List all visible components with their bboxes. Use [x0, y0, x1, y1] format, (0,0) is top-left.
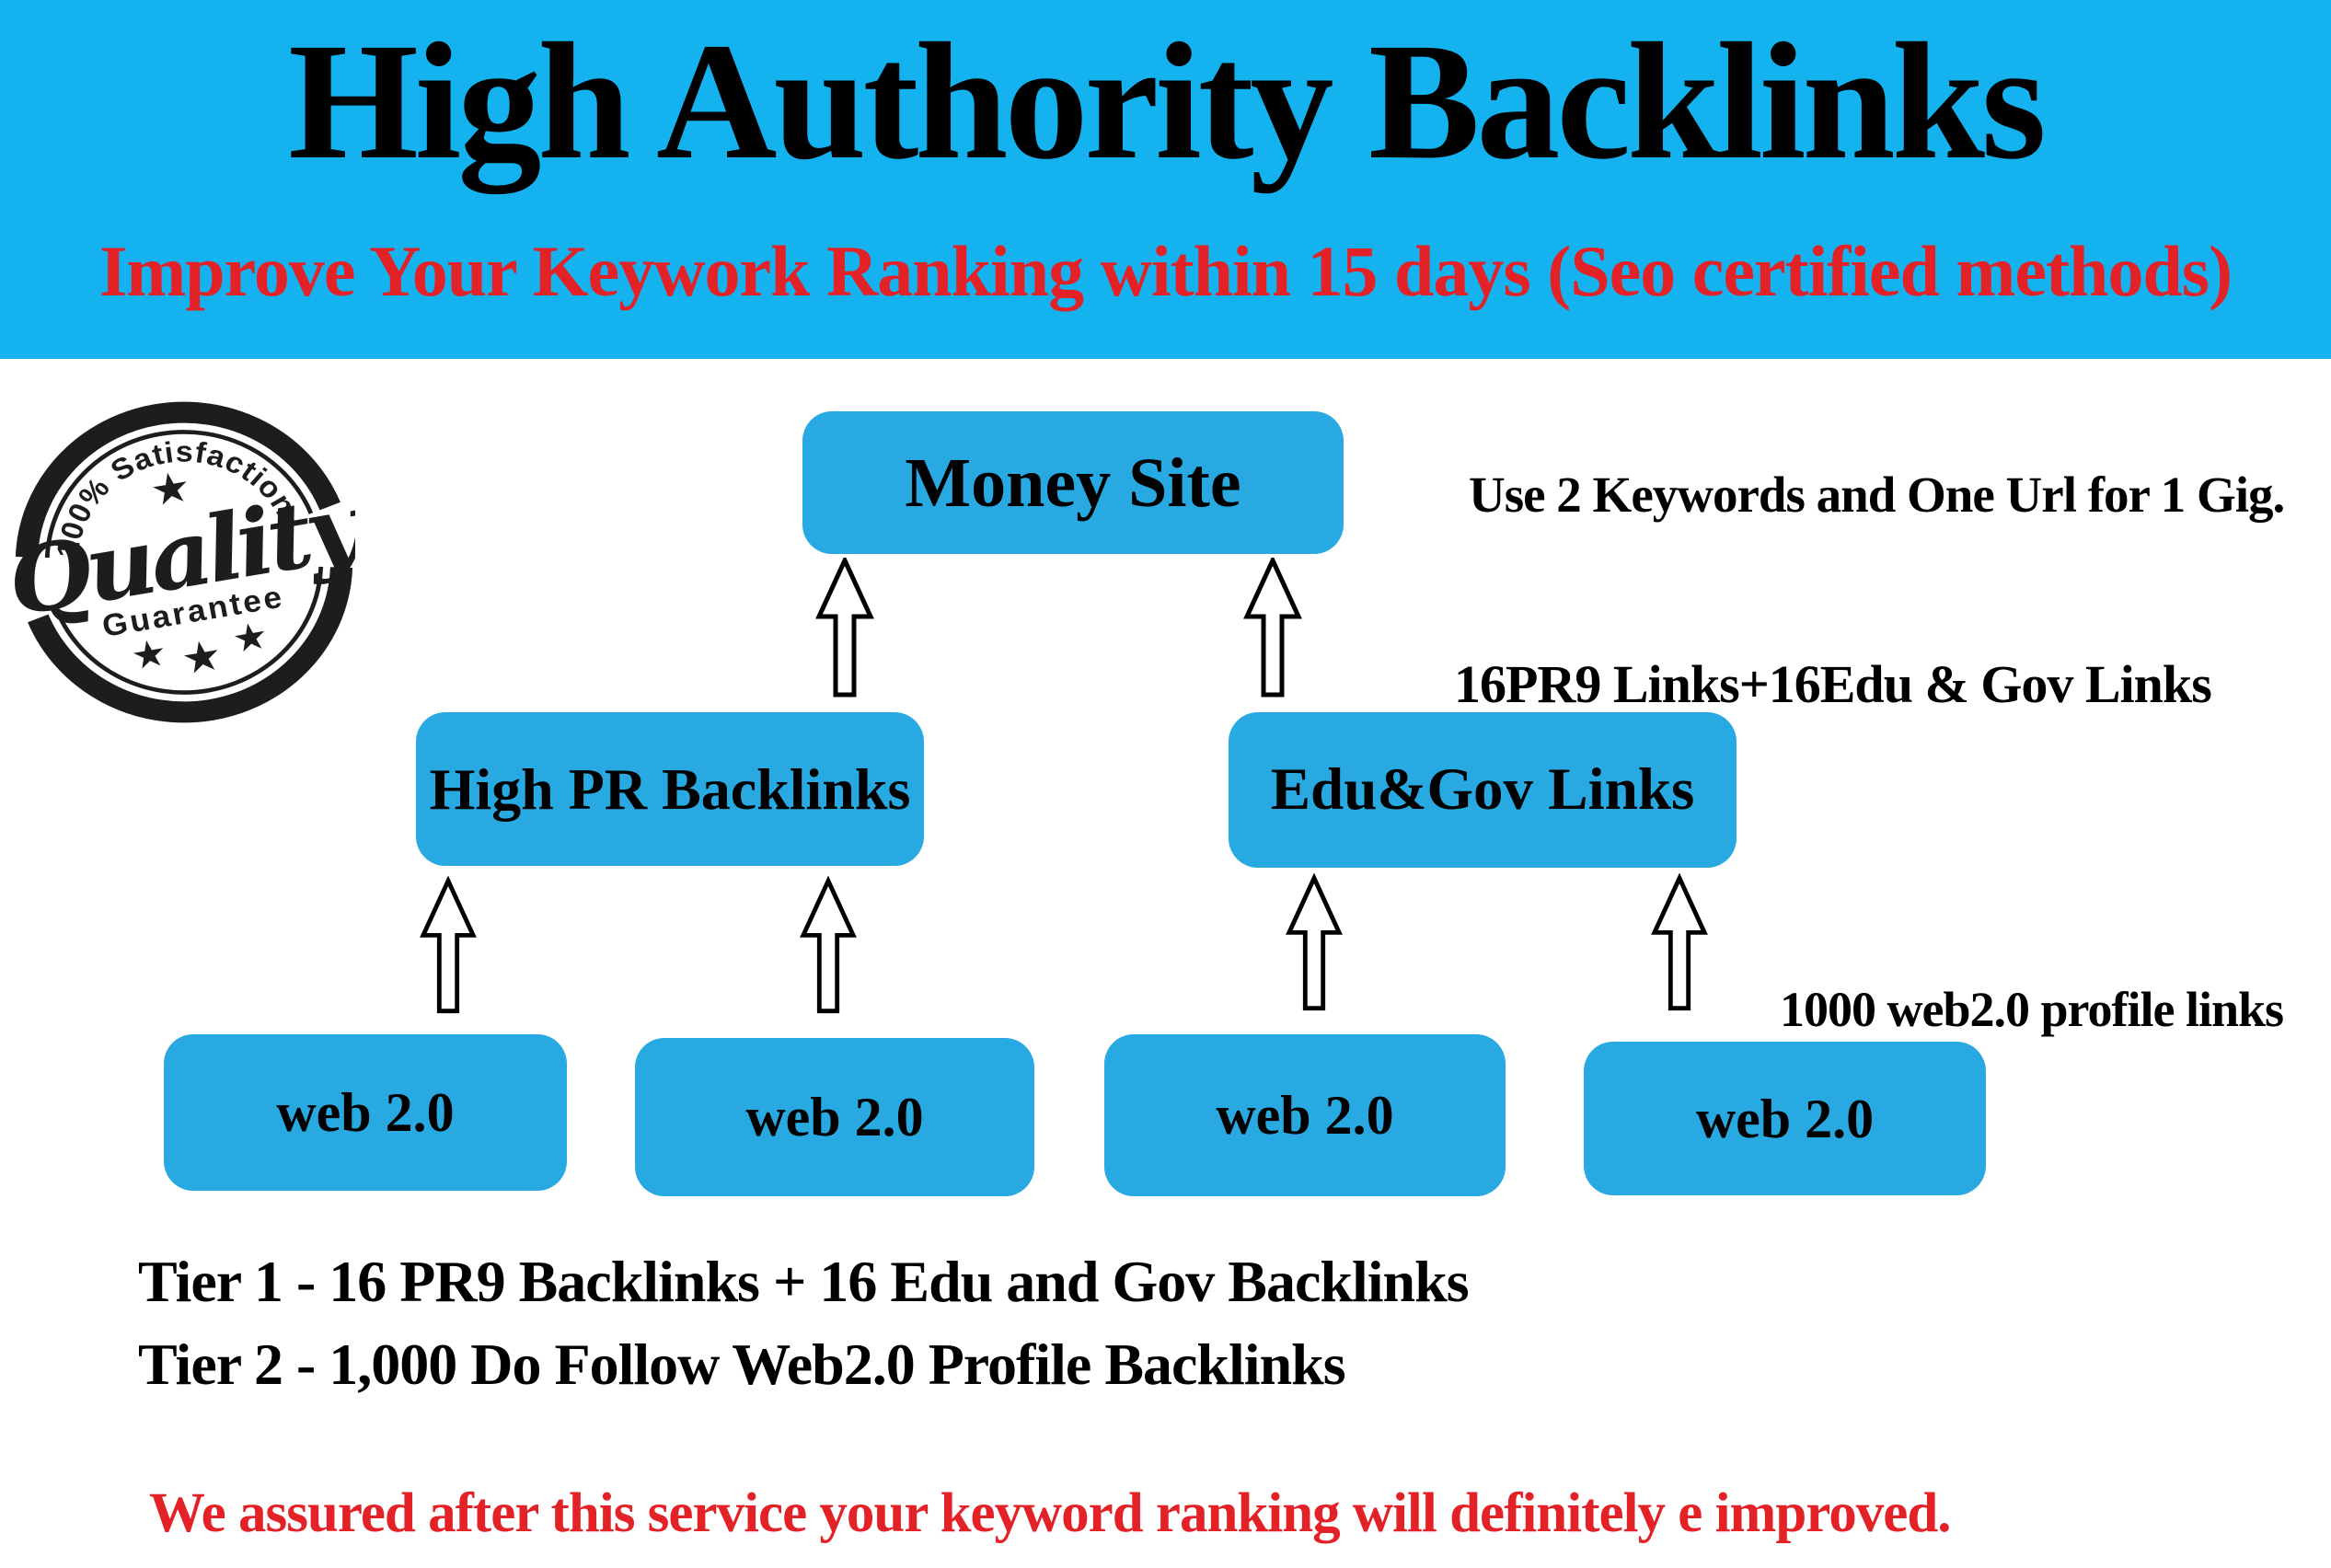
poster-subtitle: Improve Your Keywork Ranking within 15 d… — [98, 231, 2233, 311]
node-money-site-label: Money Site — [905, 444, 1241, 522]
node-web20-label: web 2.0 — [1216, 1085, 1394, 1146]
badge-bottom-star-icon: ★ — [178, 630, 225, 686]
quality-guarantee-badge: 100% Satisfaction ★ Quality Guarantee ★ … — [13, 401, 355, 723]
up-arrow-icon — [800, 876, 857, 1014]
node-web20-label: web 2.0 — [1695, 1088, 1875, 1149]
node-web20-3: web 2.0 — [1104, 1034, 1506, 1196]
banner: High Authority Backlinks Improve Your Ke… — [0, 0, 2331, 359]
node-web20-2: web 2.0 — [635, 1038, 1034, 1196]
annotation-tier1-links: 16PR9 Links+16Edu & Gov Links — [1454, 654, 2212, 714]
node-edu-gov-links-label: Edu&Gov Links — [1270, 756, 1695, 823]
node-web20-label: web 2.0 — [745, 1087, 924, 1147]
node-high-pr-backlinks: High PR Backlinks — [416, 712, 924, 866]
node-web20-4: web 2.0 — [1584, 1042, 1986, 1195]
badge-inner-ring-bottom — [54, 566, 324, 695]
badge-bottom-star-icon: ★ — [229, 613, 271, 662]
tier1-description: Tier 1 - 16 PR9 Backlinks + 16 Edu and G… — [138, 1249, 1470, 1314]
assurance-text: We assured after this service your keywo… — [149, 1482, 1952, 1544]
node-edu-gov-links: Edu&Gov Links — [1229, 712, 1737, 868]
badge-inner-ring-top — [44, 430, 314, 559]
node-web20-1: web 2.0 — [164, 1034, 567, 1191]
up-arrow-icon — [420, 876, 477, 1014]
poster-title: High Authority Backlinks — [288, 9, 2047, 194]
up-arrow-icon — [1651, 873, 1708, 1011]
node-money-site: Money Site — [802, 411, 1344, 554]
badge-top-star-icon: ★ — [146, 462, 194, 517]
node-high-pr-backlinks-label: High PR Backlinks — [429, 755, 911, 822]
badge-outer-ring-bottom — [28, 567, 353, 723]
up-arrow-icon — [1243, 558, 1302, 698]
tier2-description: Tier 2 - 1,000 Do Follow Web2.0 Profile … — [138, 1332, 1346, 1397]
annotation-tier2-links: 1000 web2.0 profile links — [1780, 982, 2284, 1037]
badge-outer-ring-top — [15, 401, 340, 558]
up-arrow-icon — [1286, 873, 1343, 1011]
up-arrow-icon — [815, 558, 874, 698]
badge-bottom-star-icon: ★ — [128, 629, 170, 678]
node-web20-label: web 2.0 — [276, 1082, 455, 1143]
badge-art: 100% Satisfaction ★ Quality Guarantee ★ … — [13, 401, 355, 723]
annotation-keywords: Use 2 Keywords and One Url for 1 Gig. — [1469, 467, 2285, 523]
